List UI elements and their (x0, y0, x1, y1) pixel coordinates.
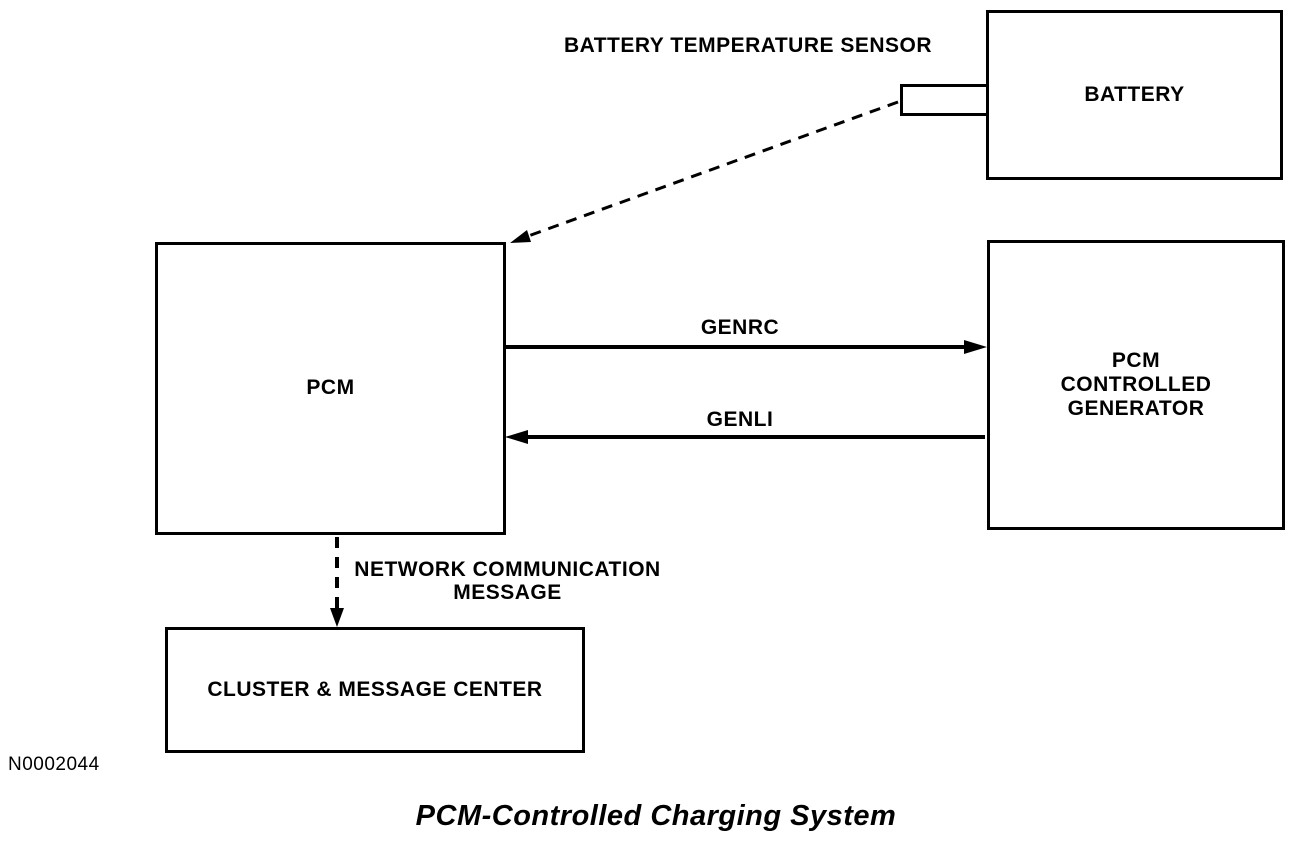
genli-arrowhead-icon (505, 430, 528, 444)
battery-temp-sensor-connector (900, 84, 989, 116)
sensor-dashed-line (519, 100, 899, 241)
genli-label: GENLI (706, 408, 774, 431)
sensor-arrowhead-icon (510, 230, 531, 243)
generator-box: PCM CONTROLLED GENERATOR (987, 240, 1285, 530)
battery-label: BATTERY (1084, 82, 1185, 106)
battery-box: BATTERY (986, 10, 1283, 180)
pcm-label: PCM (306, 376, 355, 400)
generator-label: PCM CONTROLLED GENERATOR (1060, 348, 1212, 421)
diagram-caption: PCM-Controlled Charging System (415, 800, 897, 832)
genrc-label: GENRC (700, 316, 780, 339)
network-arrowhead-icon (330, 608, 344, 627)
pcm-box: PCM (155, 242, 506, 535)
cluster-box: CLUSTER & MESSAGE CENTER (165, 627, 585, 753)
genrc-arrowhead-icon (964, 340, 987, 354)
network-message-label: NETWORK COMMUNICATION MESSAGE (354, 558, 661, 605)
cluster-label: CLUSTER & MESSAGE CENTER (207, 677, 543, 701)
figure-number: N0002044 (8, 754, 100, 775)
battery-temp-sensor-label: BATTERY TEMPERATURE SENSOR (563, 34, 933, 57)
